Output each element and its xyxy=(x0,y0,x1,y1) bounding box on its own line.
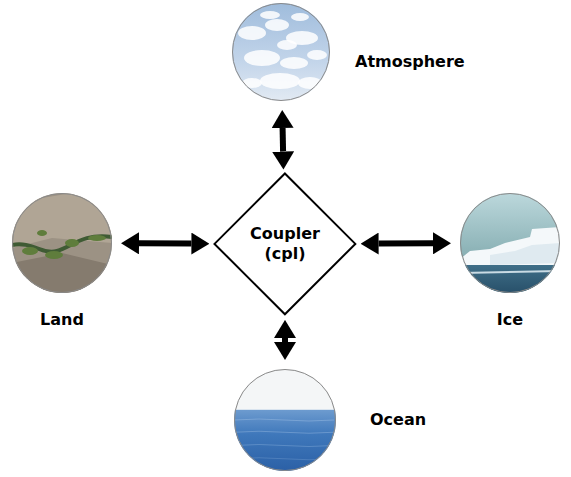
label-holder: Coupler (cpl) xyxy=(213,172,357,316)
double-arrow xyxy=(282,338,288,342)
component-circle: Atmosphere xyxy=(232,3,330,101)
sky-picture xyxy=(232,3,330,101)
label-holder: Land xyxy=(40,310,84,330)
label-holder: Atmosphere xyxy=(355,52,465,72)
circle-illustration xyxy=(12,193,112,293)
double-arrow xyxy=(280,128,286,152)
coupler-diamond: Coupler (cpl) xyxy=(213,172,357,316)
component-circle: Land xyxy=(12,193,112,293)
circle-outline xyxy=(461,194,560,293)
component-circle: Ocean xyxy=(234,369,336,471)
ice-picture xyxy=(460,193,560,293)
circle-illustration xyxy=(460,193,560,293)
circle-outline xyxy=(235,370,336,471)
label-holder: Ocean xyxy=(370,410,426,430)
diamond-shape xyxy=(215,174,356,315)
circle-outline xyxy=(233,4,330,101)
circle-illustration xyxy=(234,369,336,471)
coupler-label: Coupler (cpl) xyxy=(245,224,325,264)
component-label: Atmosphere xyxy=(355,52,465,72)
component-label: Ice xyxy=(497,310,523,330)
circle-outline xyxy=(13,194,112,293)
component-circle: Ice xyxy=(460,193,560,293)
component-label: Land xyxy=(40,310,84,330)
ocean-picture xyxy=(234,369,336,471)
component-label: Ocean xyxy=(370,410,426,430)
circle-illustration xyxy=(232,3,330,101)
land-picture xyxy=(12,193,112,293)
label-holder: Ice xyxy=(497,310,523,330)
double-arrow xyxy=(139,240,191,246)
double-arrow xyxy=(379,240,433,246)
